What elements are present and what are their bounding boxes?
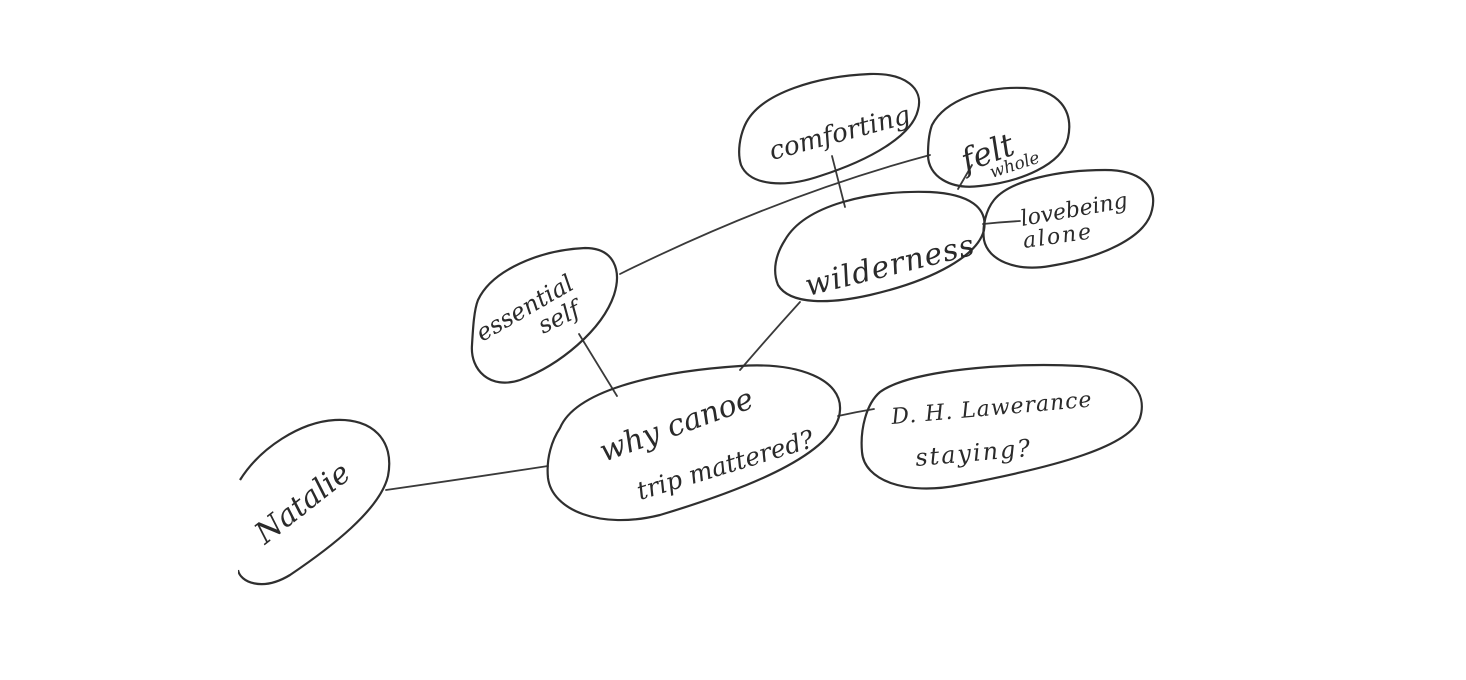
- node-dh-lawrence-label-line2: staying?: [914, 434, 1033, 472]
- edge-wilderness-love-being-alone: [982, 220, 1021, 225]
- node-dh-lawrence-outline: [860, 363, 1143, 490]
- node-center-outline: [546, 364, 842, 522]
- node-comforting-outline: [738, 72, 921, 185]
- node-love-being-alone-outline: [982, 168, 1155, 269]
- node-wilderness-label: wilderness: [801, 228, 978, 304]
- edge-center-wilderness: [739, 301, 801, 371]
- node-outlines: [0, 72, 1155, 600]
- node-comforting-label: comforting: [766, 100, 914, 166]
- node-wilderness-outline: [774, 190, 986, 303]
- node-natalie-outline: [236, 418, 391, 586]
- edge-center-dh-lawrence: [837, 408, 875, 417]
- node-labels: why canoe trip mattered? Natalie essenti…: [248, 100, 1130, 552]
- node-dh-lawrence-label-line1: D. H. Lawerance: [889, 387, 1093, 430]
- node-felt-whole-outline: [926, 86, 1071, 188]
- edge-essential-self-felt-whole: [619, 154, 931, 275]
- edge-wilderness-comforting: [831, 155, 846, 208]
- edge-center-essential-self: [578, 333, 618, 397]
- node-essential-self-outline: [470, 246, 619, 384]
- edge-center-natalie: [385, 465, 549, 491]
